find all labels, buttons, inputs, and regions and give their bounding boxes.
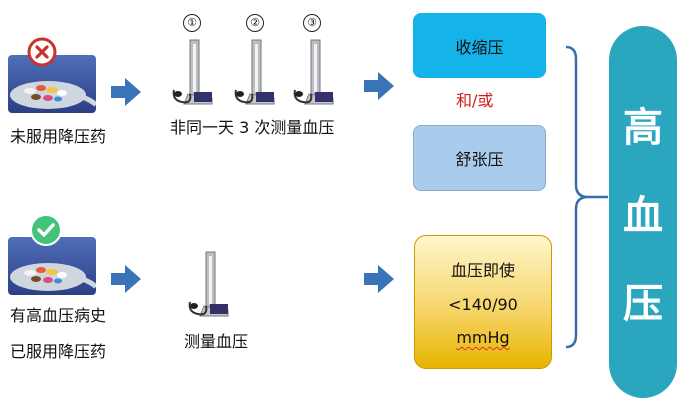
arrow-right-icon [111, 78, 141, 110]
measure-label-three-times: 非同一天 3 次测量血压 [170, 118, 335, 137]
sphygmomanometer-icon [172, 38, 222, 110]
sphygmomanometer-icon [293, 38, 343, 110]
step-number-3: ③ [303, 14, 321, 32]
medicine-image-top [8, 55, 96, 113]
systolic-label: 收缩压 [455, 37, 504, 57]
sphygmomanometer-icon [188, 250, 238, 322]
arrow-right-icon [364, 72, 394, 104]
result-label: 高 血 压 [609, 26, 677, 398]
criteria-box: 血压即使 <140/90 mmHg [414, 235, 552, 369]
arrow-right-icon [111, 265, 141, 297]
systolic-box: 收缩压 [413, 13, 546, 78]
case-label-medicated: 已服用降压药 [10, 342, 107, 361]
criteria-line-2: <140/90 [448, 295, 518, 314]
step-number-1: ① [183, 14, 201, 32]
result-char-2: 血 [623, 193, 663, 239]
diastolic-label: 舒张压 [455, 150, 504, 169]
arrow-right-icon [364, 265, 394, 297]
case-label-history: 有高血压病史 [10, 306, 107, 325]
sphygmomanometer-icon [234, 38, 284, 110]
cross-icon [27, 37, 57, 67]
step-number-2: ② [246, 14, 264, 32]
brace-connector [562, 45, 612, 354]
case-label-untreated: 未服用降压药 [10, 127, 107, 146]
result-box [609, 26, 677, 398]
and-or-connector: 和/或 [456, 91, 494, 110]
result-char-3: 压 [623, 281, 663, 327]
result-char-1: 高 [623, 105, 663, 151]
check-icon [29, 213, 63, 247]
criteria-line-1: 血压即使 [450, 261, 515, 280]
measure-label-single: 测量血压 [184, 332, 249, 351]
medicine-image-bottom [8, 237, 96, 295]
criteria-line-3: mmHg [456, 328, 510, 347]
diastolic-box: 舒张压 [413, 125, 546, 191]
